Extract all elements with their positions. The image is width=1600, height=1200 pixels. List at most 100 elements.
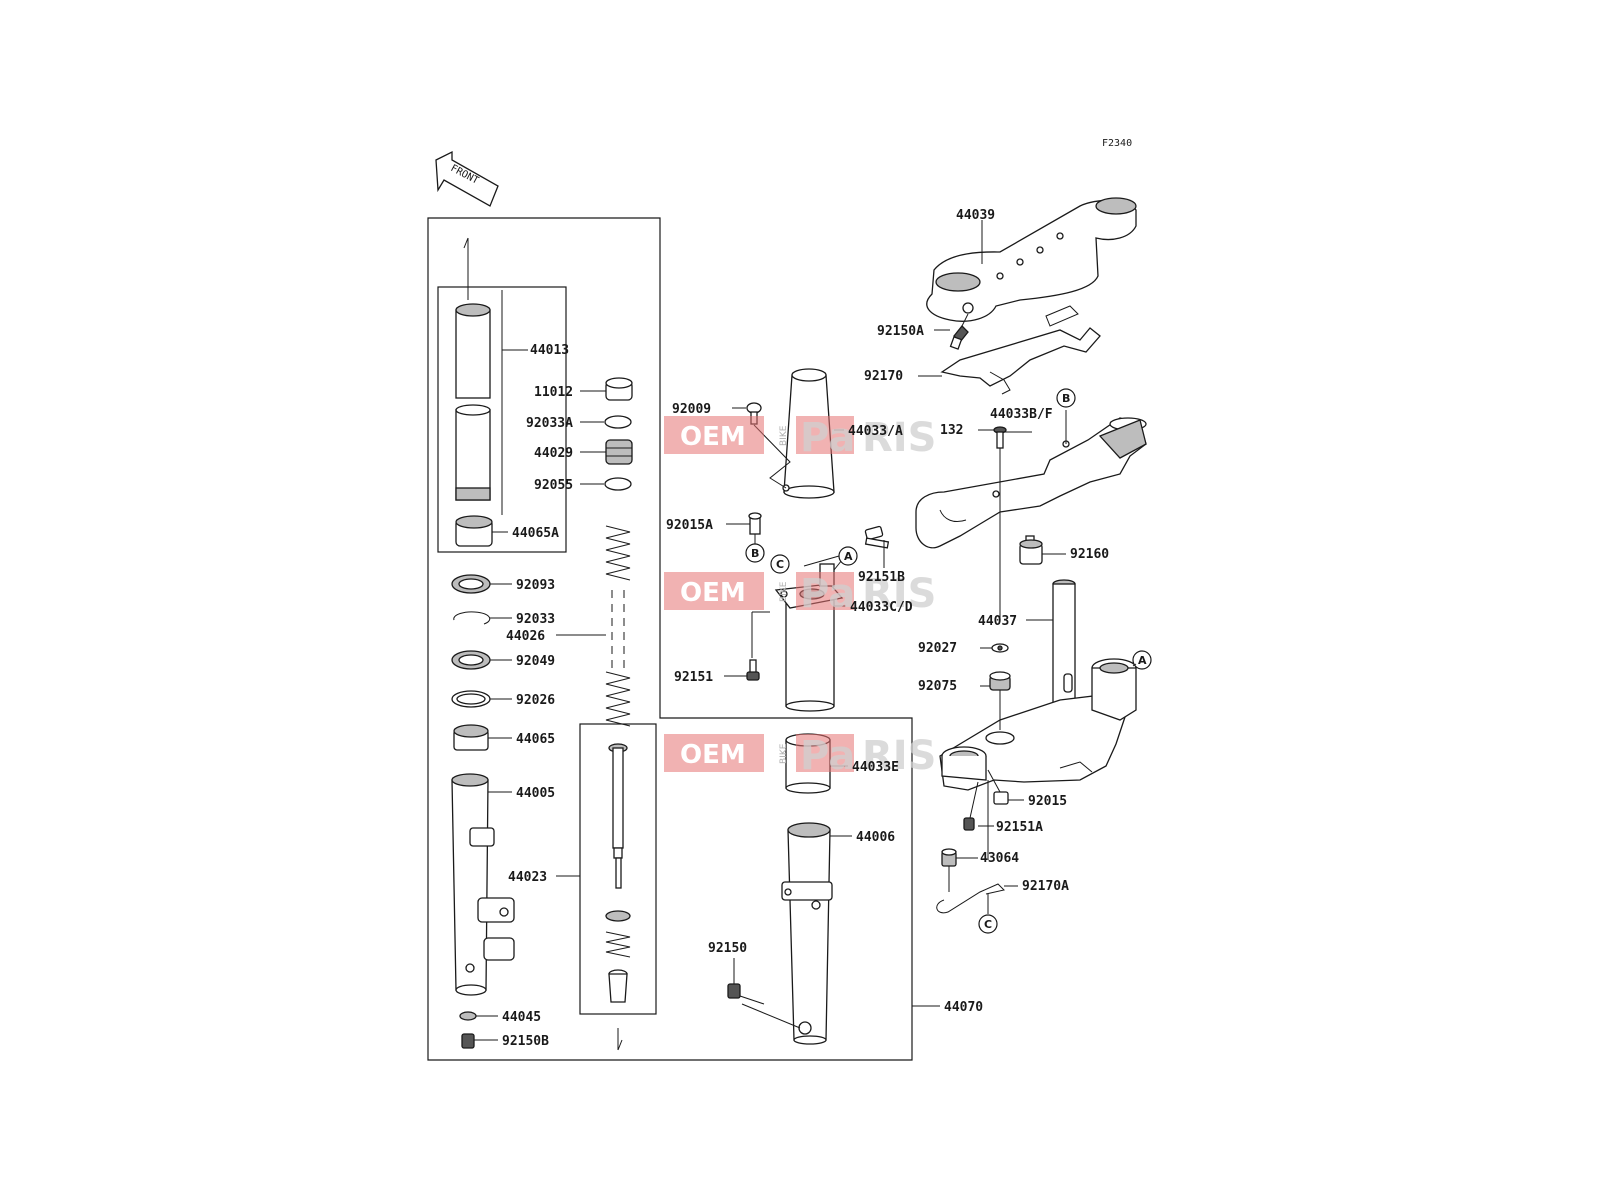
label-44006: 44006: [856, 830, 895, 845]
label-44037: 44037: [978, 614, 1017, 629]
oil-seal-92093: [451, 574, 512, 594]
washer-92049: [451, 650, 512, 670]
label-92150b: 92150B: [502, 1034, 549, 1049]
fork-spring: [556, 525, 631, 727]
svg-text:A: A: [1138, 654, 1147, 667]
front-arrow-icon: FRONT: [435, 150, 499, 207]
cap-plug: [580, 377, 633, 401]
stay-92170: [918, 305, 1101, 395]
label-92170a: 92170A: [1022, 879, 1069, 894]
bolt-92150a: [934, 313, 969, 350]
svg-text:C: C: [984, 918, 992, 931]
label-92015a: 92015A: [666, 518, 713, 533]
svg-text:C: C: [776, 558, 784, 571]
valve-44029: [580, 439, 633, 465]
label-92033: 92033: [516, 612, 555, 627]
cover-44033bf: [915, 410, 1147, 620]
ref-a-mid: A: [838, 546, 858, 566]
circlip-92033: [453, 611, 512, 625]
label-92170: 92170: [864, 369, 903, 384]
bushing-44065a: [455, 515, 508, 547]
label-92027: 92027: [918, 641, 957, 656]
svg-text:OEM: OEM: [680, 740, 746, 770]
svg-text:BIKE: BIKE: [779, 581, 789, 602]
bolt-92150b: [461, 1033, 498, 1049]
label-92151a: 92151A: [996, 820, 1043, 835]
label-92009: 92009: [672, 402, 711, 417]
svg-text:Pa: Pa: [800, 571, 855, 617]
label-44026: 44026: [506, 629, 545, 644]
nut-92075: [980, 671, 1011, 730]
plug-43064: [941, 848, 978, 892]
svg-text:OEM: OEM: [680, 578, 746, 608]
label-43064: 43064: [980, 851, 1019, 866]
label-92075: 92075: [918, 679, 957, 694]
upper-bracket-44039: [926, 197, 1137, 322]
ref-c-bottom: C: [978, 914, 998, 934]
label-44065a: 44065A: [512, 526, 559, 541]
label-44033cd: 44033C/D: [850, 600, 913, 615]
damper-rod-group-box: [579, 723, 657, 1015]
label-92055: 92055: [534, 478, 573, 493]
bolt-92151: [724, 611, 770, 681]
washer-92026: [451, 690, 512, 708]
label-92151b: 92151B: [858, 570, 905, 585]
label-44005: 44005: [516, 786, 555, 801]
fork-inner-tube: [455, 237, 528, 515]
svg-text:RIS: RIS: [862, 415, 937, 461]
ref-b-mid: B: [745, 543, 765, 563]
svg-text:A: A: [844, 550, 853, 563]
svg-text:OEM: OEM: [680, 422, 746, 452]
outer-tube-44005: [451, 773, 515, 996]
label-44033bf: 44033B/F: [990, 407, 1053, 422]
svg-text:B: B: [751, 547, 759, 560]
label-92015: 92015: [1028, 794, 1067, 809]
damper-92160: [1019, 535, 1066, 565]
label-44029: 44029: [534, 446, 573, 461]
fork-assembly-box: [427, 217, 913, 1061]
svg-text:RIS: RIS: [862, 733, 937, 779]
svg-text:BIKE: BIKE: [779, 425, 789, 446]
washer-92027: [980, 643, 1009, 653]
stem-44037: [939, 579, 1137, 791]
bolt-92150: [727, 958, 801, 1029]
washer-44045: [459, 1011, 498, 1021]
bolt-92151b: [864, 525, 890, 568]
label-11012: 11012: [534, 385, 573, 400]
svg-text:RIS: RIS: [862, 571, 937, 617]
ref-b-top: B: [1056, 388, 1076, 408]
o-ring-92055: [580, 477, 632, 491]
label-92093: 92093: [516, 578, 555, 593]
watermark-bottom: OEM BIKE Pa RIS: [664, 733, 937, 779]
label-44023: 44023: [508, 870, 547, 885]
label-44033a: 44033/A: [848, 424, 903, 439]
diagram-code: F2340: [1102, 138, 1132, 149]
svg-text:Pa: Pa: [800, 415, 855, 461]
label-44070: 44070: [944, 1000, 983, 1015]
watermark-middle: OEM BIKE Pa RIS: [664, 571, 937, 617]
label-92150a: 92150A: [877, 324, 924, 339]
label-92150: 92150: [708, 941, 747, 956]
label-92049: 92049: [516, 654, 555, 669]
watermark-top: OEM BIKE Pa RIS: [664, 415, 937, 461]
label-44013: 44013: [530, 343, 569, 358]
label-44033e: 44033E: [852, 760, 899, 775]
label-92033a: 92033A: [526, 416, 573, 431]
label-44045: 44045: [502, 1010, 541, 1025]
label-44065: 44065: [516, 732, 555, 747]
label-132: 132: [940, 423, 963, 438]
svg-text:Pa: Pa: [800, 733, 855, 779]
label-44039: 44039: [956, 208, 995, 223]
bushing-44065: [453, 724, 512, 751]
ref-a-right: A: [1132, 650, 1152, 670]
outer-tube-44006: [781, 822, 940, 1045]
label-92160: 92160: [1070, 547, 1109, 562]
label-92151: 92151: [674, 670, 713, 685]
bolt-92151a: [963, 780, 994, 860]
collar-92015a: [726, 512, 762, 544]
label-92026: 92026: [516, 693, 555, 708]
svg-text:BIKE: BIKE: [779, 743, 789, 764]
nut-92015: [987, 769, 1024, 805]
bolt-132: [978, 426, 1007, 449]
